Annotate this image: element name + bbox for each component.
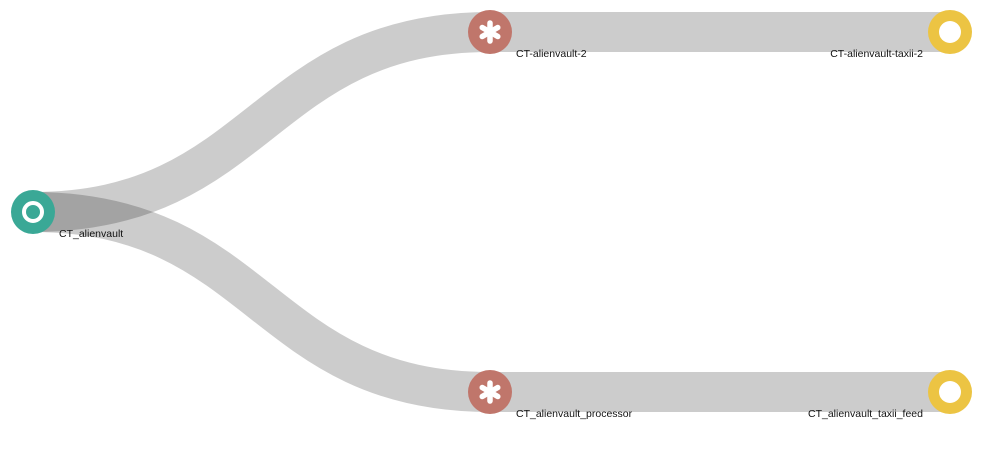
- link-CT_alienvault-to-CT-alienvault-2[interactable]: [32, 12, 491, 232]
- asterisk-icon: [479, 20, 501, 44]
- links-layer: [32, 11, 950, 413]
- node-label: CT_alienvault: [59, 228, 123, 240]
- node-circle[interactable]: [11, 190, 55, 234]
- node-CT_alienvault[interactable]: CT_alienvault: [11, 190, 123, 240]
- ring-icon: [939, 381, 961, 403]
- node-CT-alienvault-2[interactable]: CT-alienvault-2: [468, 10, 587, 60]
- node-label: CT-alienvault-2: [516, 48, 587, 60]
- ring-icon: [22, 201, 44, 223]
- node-label: CT_alienvault_taxii_feed: [808, 408, 923, 420]
- node-CT_alienvault_processor[interactable]: CT_alienvault_processor: [468, 370, 633, 420]
- node-CT_alienvault_taxii_feed[interactable]: CT_alienvault_taxii_feed: [808, 370, 972, 420]
- node-label: CT_alienvault_processor: [516, 408, 633, 420]
- ring-icon: [939, 21, 961, 43]
- node-CT-alienvault-taxii-2[interactable]: CT-alienvault-taxii-2: [830, 10, 972, 60]
- link-CT_alienvault-to-CT_alienvault_processor[interactable]: [32, 192, 491, 412]
- nodes-layer: CT_alienvault CT-alienvault-2CT_alienvaul…: [11, 10, 972, 420]
- node-label: CT-alienvault-taxii-2: [830, 48, 923, 60]
- asterisk-icon: [479, 380, 501, 404]
